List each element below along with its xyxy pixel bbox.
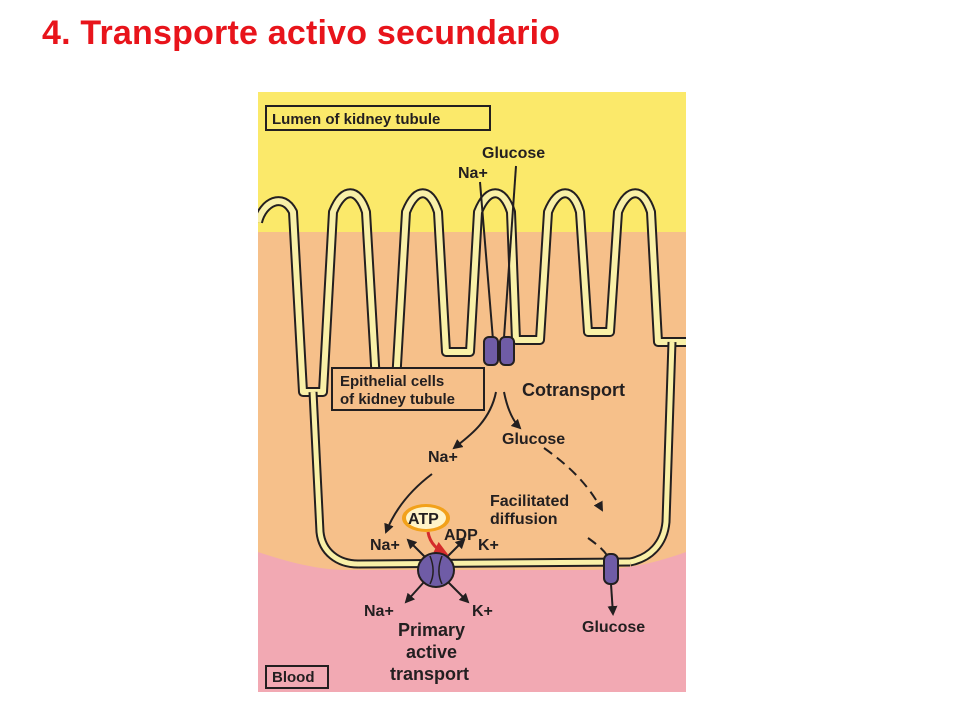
lumen-label-box: Lumen of kidney tubule	[265, 105, 491, 131]
facilitated-label-2: diffusion	[490, 511, 558, 528]
primary-label-1: Primary	[398, 620, 465, 640]
slide-title: 4. Transporte activo secundario	[42, 14, 561, 52]
blood-region	[258, 552, 686, 692]
pump-na-inside-label: Na+	[370, 537, 400, 554]
pump-k-outside-label: K+	[472, 603, 493, 620]
blood-label-box: Blood	[265, 665, 329, 689]
atp-badge: ATP	[402, 504, 450, 532]
pathway-arrows	[384, 165, 618, 616]
glucose-carrier-protein	[603, 553, 619, 585]
mid-glucose-label: Glucose	[502, 431, 565, 448]
blood-label: Blood	[272, 669, 315, 686]
top-na-label: Na+	[458, 165, 488, 182]
top-glucose-label: Glucose	[482, 145, 545, 162]
adp-label: ADP	[444, 527, 478, 544]
atp-label: ATP	[408, 511, 439, 528]
bottom-glucose-label: Glucose	[582, 619, 645, 636]
lumen-label: Lumen of kidney tubule	[272, 111, 440, 128]
epithelial-label-box: Epithelial cells of kidney tubule	[331, 367, 485, 411]
cotransport-label: Cotransport	[522, 380, 625, 400]
primary-label-3: transport	[390, 664, 469, 684]
diagram-canvas: Lumen of kidney tubule Epithelial cells …	[253, 92, 686, 692]
epithelial-label-2: of kidney tubule	[340, 391, 455, 408]
atp-hydrolysis-arrow	[426, 531, 449, 556]
primary-label-2: active	[406, 642, 457, 662]
cotransporter-protein	[483, 336, 515, 366]
transport-diagram: Lumen of kidney tubule Epithelial cells …	[253, 92, 686, 697]
sodium-potassium-pump	[417, 552, 455, 588]
facilitated-label-1: Facilitated	[490, 493, 569, 510]
mid-na-label: Na+	[428, 449, 458, 466]
pump-k-inside-label: K+	[478, 537, 499, 554]
epithelial-label-1: Epithelial cells	[340, 373, 444, 390]
pump-na-outside-label: Na+	[364, 603, 394, 620]
